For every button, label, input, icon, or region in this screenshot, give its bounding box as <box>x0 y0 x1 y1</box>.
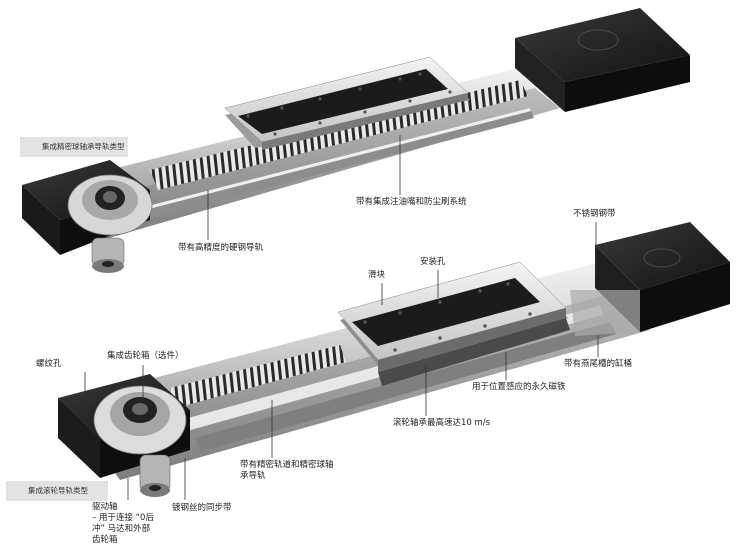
label-precision-track-line2: 承导轨 <box>240 471 266 481</box>
top-end-block-right <box>515 8 690 82</box>
label-slider: 滑块 <box>368 270 386 280</box>
label-threaded-hole: 螺纹孔 <box>36 359 62 369</box>
label-mount-holes: 安装孔 <box>420 257 446 267</box>
caption-ball-bearing-type: 集成精密球轴承导轨类型 <box>20 137 128 157</box>
bottom-belt-teeth <box>170 345 346 408</box>
caption-roller-type: 集成滚轮导轨类型 <box>6 481 108 501</box>
leader-lines <box>84 135 599 500</box>
label-drive-shaft-line2: – 用于连接 “0后 <box>92 513 154 523</box>
bottom-actuator <box>58 222 730 497</box>
label-precision-track-line1: 带有精密轨道和精密球轴 <box>240 460 334 470</box>
label-hardened-rail: 带有高精度的硬钢导轨 <box>178 243 264 253</box>
label-stainless-band: 不锈钢钢带 <box>573 209 616 219</box>
label-seal-strip-lube: 带有集成注油嘴和防尘刷系统 <box>356 197 467 207</box>
top-carriage-dark-strip <box>238 69 448 134</box>
label-precision-track: 带有精密轨道和精密球轴 承导轨 <box>240 460 334 482</box>
label-drive-shaft-line1: 驱动轴 <box>92 502 118 512</box>
bottom-guide-rail <box>195 322 616 452</box>
bottom-carriage-dark-strip <box>352 278 540 346</box>
label-magnet: 用于位置感应的永久磁铁 <box>472 382 566 392</box>
top-guide-rail <box>140 108 534 220</box>
label-drive-shaft-line4: 齿轮箱 <box>92 535 118 545</box>
bottom-end-block-right <box>595 222 730 290</box>
top-actuator <box>22 8 690 273</box>
label-steel-belt: 镀钢丝的同步带 <box>172 503 232 513</box>
label-speed: 滚轮轴承最高速达10 m/s <box>393 418 491 428</box>
label-drive-shaft: 驱动轴 – 用于连接 “0后 冲” 马达和外部 齿轮箱 <box>92 502 154 546</box>
label-drive-shaft-line3: 冲” 马达和外部 <box>92 524 151 534</box>
label-gearbox: 集成齿轮箱（选件） <box>107 351 184 361</box>
label-dovetail-profile: 带有燕尾槽的缸桶 <box>564 359 633 369</box>
